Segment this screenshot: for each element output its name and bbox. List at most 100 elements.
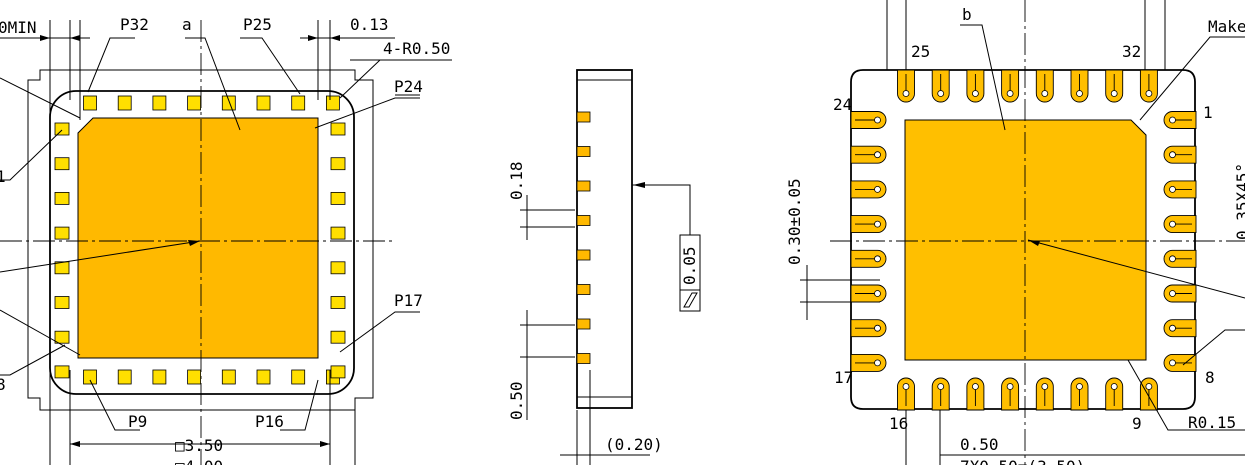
leader-line: [0, 344, 66, 376]
pad-via: [937, 90, 945, 97]
arrowhead: [1028, 240, 1040, 246]
pad-via: [902, 383, 910, 390]
flatness-value: 0.05: [680, 246, 699, 285]
side-body: [576, 69, 633, 409]
arrowhead: [308, 35, 318, 41]
dim-0-18: 0.18: [507, 161, 526, 200]
pad-bottom: [291, 369, 306, 385]
label-p17: P17: [394, 291, 423, 310]
dim-square-cut: □4.00: [175, 457, 223, 465]
pad-via: [972, 383, 979, 390]
footprint-die: [904, 119, 1147, 361]
pad-via: [874, 220, 881, 228]
leader-line: [314, 97, 420, 129]
pad-top: [152, 95, 167, 111]
pad-left: [54, 365, 70, 379]
leader-line: [240, 37, 301, 95]
pin-17: 17: [834, 368, 853, 387]
leader-line: [960, 24, 1006, 131]
leader-line: [0, 129, 63, 181]
label-p32: P32: [120, 15, 149, 34]
side-lead: [576, 146, 591, 157]
cut-label-1: 1: [0, 167, 6, 186]
footprint-pad-group: [850, 69, 1197, 411]
arrowhead: [70, 441, 80, 447]
pad-via: [1169, 151, 1176, 159]
leader-line: [185, 37, 241, 131]
pad-top: [256, 95, 271, 111]
pad-right: [330, 157, 346, 171]
label-p24: P24: [394, 77, 423, 96]
side-view: 0.05 0.18 0.50 (0.20): [507, 69, 701, 465]
pad-via: [1006, 383, 1014, 390]
leader-line: [0, 309, 81, 356]
pin-32: 32: [1122, 42, 1141, 61]
pad-bottom: [256, 369, 271, 385]
label-p16: P16: [255, 412, 284, 431]
label-maker: Maker: [1208, 17, 1245, 36]
pad-via: [874, 185, 881, 193]
pad-top: [221, 95, 236, 111]
leader-line: [339, 311, 420, 353]
pin-24: 24: [833, 95, 852, 114]
arrowhead: [188, 240, 200, 246]
pin-16: 16: [889, 414, 908, 433]
pad-via: [874, 255, 881, 263]
arrowhead: [320, 441, 330, 447]
side-lead-group: [576, 111, 591, 364]
pad-via: [972, 90, 979, 97]
pad-top: [117, 95, 132, 111]
leader-line: [1139, 36, 1245, 121]
dim-bottom-cut: 7X0.50=(3.50): [960, 457, 1085, 465]
leader-line: [87, 37, 135, 93]
pad-via: [937, 383, 945, 390]
flatness-frame: [679, 234, 701, 312]
pad-via: [1169, 290, 1176, 297]
pad-right: [330, 191, 346, 205]
side-lead: [576, 318, 591, 330]
pad-left: [54, 157, 70, 171]
pad-top: [187, 95, 202, 111]
pad-right: [330, 365, 346, 379]
pad-via: [1110, 90, 1118, 97]
pad-right: [330, 122, 346, 136]
dim-square: □3.50: [175, 436, 223, 455]
pad-via: [1076, 383, 1083, 390]
arrowhead: [633, 182, 645, 188]
pin-1: 1: [1203, 103, 1213, 122]
dim-0-20: (0.20): [605, 435, 663, 454]
pad-right: [330, 261, 346, 275]
pad-via: [874, 359, 881, 367]
pad-via: [874, 116, 881, 124]
pad-via: [1145, 90, 1153, 97]
dim-r015: R0.15: [1188, 413, 1236, 432]
arrowhead: [40, 35, 50, 41]
leader-line: [632, 184, 691, 235]
leader-line: [0, 240, 201, 273]
dim-pitch: 0.50: [960, 435, 999, 454]
pad-via: [1076, 90, 1083, 97]
pad-via: [1169, 359, 1176, 367]
pad-right: [330, 296, 346, 309]
dim-0-13: 0.13: [350, 15, 389, 34]
land-pattern-view: 0MIN P32 a P25 0.13 4-R0.50 P24 P17 P9 P…: [0, 15, 452, 465]
pad-via: [874, 324, 881, 332]
leader-line: [1182, 329, 1245, 366]
pad-left: [54, 191, 70, 205]
side-lead: [576, 353, 591, 364]
pad-bottom: [117, 369, 132, 385]
arrowhead: [70, 35, 80, 41]
pad-right: [330, 226, 346, 240]
pad-left: [54, 226, 70, 240]
leader-line: [1027, 239, 1245, 299]
label-a: a: [182, 15, 192, 34]
flatness-icon: [683, 292, 698, 308]
pad-top: [83, 95, 97, 111]
pad-via: [1169, 220, 1176, 228]
side-lead: [576, 180, 591, 192]
pad-via: [874, 151, 881, 159]
side-lead: [576, 284, 591, 295]
pad-via: [1169, 255, 1176, 263]
leader-line: [89, 379, 140, 431]
